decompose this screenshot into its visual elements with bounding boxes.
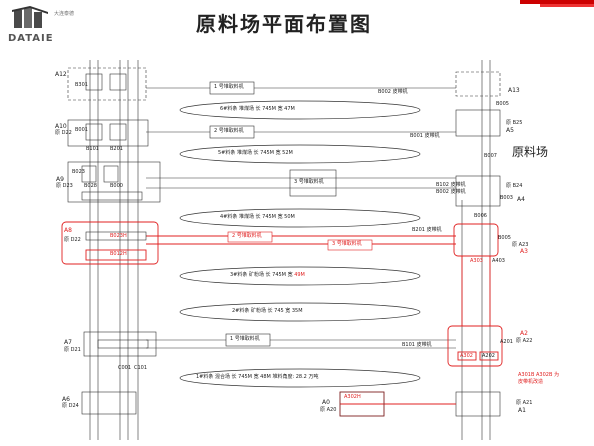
row-r-a4: A4 (517, 196, 525, 203)
belt-b002b: B002 皮带机 (436, 189, 466, 195)
tag-red3: A302H (344, 394, 361, 400)
yard-5: 5#料条 堆煤场 长 745M 宽 52M (218, 150, 293, 156)
tag-a302: A302 (460, 353, 473, 359)
belt-b001: B001 皮带机 (410, 133, 440, 139)
machine-5: 3 号堆取料机 (332, 241, 362, 247)
tag-b028: B028 (84, 183, 97, 189)
yard-3-red: 49M (294, 272, 305, 278)
tag-a403: A403 (492, 258, 505, 264)
machine-2: 2 号堆取料机 (214, 128, 244, 134)
row-r-a1-sub: 原 A21 (516, 400, 533, 406)
logo-text: DATAIE (8, 33, 54, 44)
row-r-a5: A5 (506, 127, 514, 134)
tag-a303: A303 (470, 258, 483, 264)
belt-b003: B003 (500, 195, 513, 201)
machine-4: 2 号堆取料机 (232, 233, 262, 239)
yard-6: 6#料条 堆煤场 长 745M 宽 47M (220, 106, 295, 112)
row-r-a3-sub: 原 A23 (512, 242, 529, 248)
tag-a202: A202 (482, 353, 495, 359)
tag-b000: B000 (110, 183, 123, 189)
tag-note-red: A301B A302B 为皮带机改造 (518, 372, 559, 385)
tag-red2: B023H (110, 233, 127, 239)
row-a8-sub: 原 D22 (64, 237, 81, 243)
belt-b102: B102 皮带机 (436, 182, 466, 188)
row-r-a3: A3 (520, 248, 528, 255)
machine-1: 1 号堆取料机 (214, 84, 244, 90)
machine-6: 1 号堆取料机 (230, 336, 260, 342)
row-a7-sub: 原 D21 (64, 347, 81, 353)
side-label: 原料场 (512, 145, 549, 159)
tag-c001: C001 (118, 365, 132, 371)
belt-b101: B101 皮带机 (402, 342, 432, 348)
row-r-a2-sub: 原 A22 (516, 338, 533, 344)
machine-3: 3 号堆取料机 (294, 179, 324, 185)
row-a0-sub: 原 A20 (320, 407, 337, 413)
page-title: 原料场平面布置图 (196, 12, 372, 36)
yard-3-text: 3#料条 矿粉场 长 745M 宽 (230, 272, 295, 278)
row-a9: A9 (56, 176, 64, 183)
yard-1: 1#料条 混合场 长 745M 宽 48M 堆料角度: 28.2 万吨 (196, 374, 319, 380)
logo-small-text: 大连泰德 (54, 11, 75, 17)
tag-c101: C101 (134, 365, 148, 371)
company-logo-icon (12, 6, 48, 28)
row-a6-sub: 原 D24 (62, 403, 79, 409)
row-a8: A8 (64, 227, 72, 234)
header: 大连泰德 DATAIE 原料场平面布置图 (0, 0, 594, 48)
row-a12: A12 (55, 71, 67, 78)
row-a0: A0 (322, 399, 330, 406)
row-a10: A10 (55, 123, 67, 130)
row-r-a5-sub: 原 B25 (506, 120, 523, 126)
yard-4: 4#料条 堆煤场 长 745M 宽 50M (220, 214, 295, 220)
tag-b301: B301 (75, 82, 88, 88)
row-r-a13: A13 (508, 87, 520, 94)
corner-decoration (520, 0, 594, 7)
tag-red1: B012H (110, 251, 127, 257)
yard-3: 3#料条 矿粉场 长 745M 宽 49M (230, 273, 305, 278)
row-a6: A6 (62, 396, 70, 403)
row-a7: A7 (64, 339, 72, 346)
row-r-a1: A1 (518, 407, 526, 414)
belt-b201: B201 皮带机 (412, 227, 442, 233)
tag-a201: A201 (500, 339, 513, 345)
row-r-a2: A2 (520, 330, 528, 337)
tag-b001: B001 (75, 127, 88, 133)
belt-b002: B002 皮带机 (378, 89, 408, 95)
row-r-a4-sub: 原 B24 (506, 183, 523, 189)
tag-b201: B201 (110, 146, 123, 152)
row-a10-sub: 原 D22 (55, 130, 72, 136)
tag-b023: B023 (72, 169, 85, 175)
belt-b006: B006 (474, 213, 487, 219)
yard-2: 2#料条 矿粉场 长 745 宽 35M (232, 308, 303, 314)
belt-b005: B005 (496, 101, 509, 107)
row-a9-sub: 原 D23 (56, 183, 73, 189)
tag-b005: B005 (498, 235, 511, 241)
belt-b007: B007 (484, 153, 497, 159)
tag-b101: B101 (86, 146, 99, 152)
